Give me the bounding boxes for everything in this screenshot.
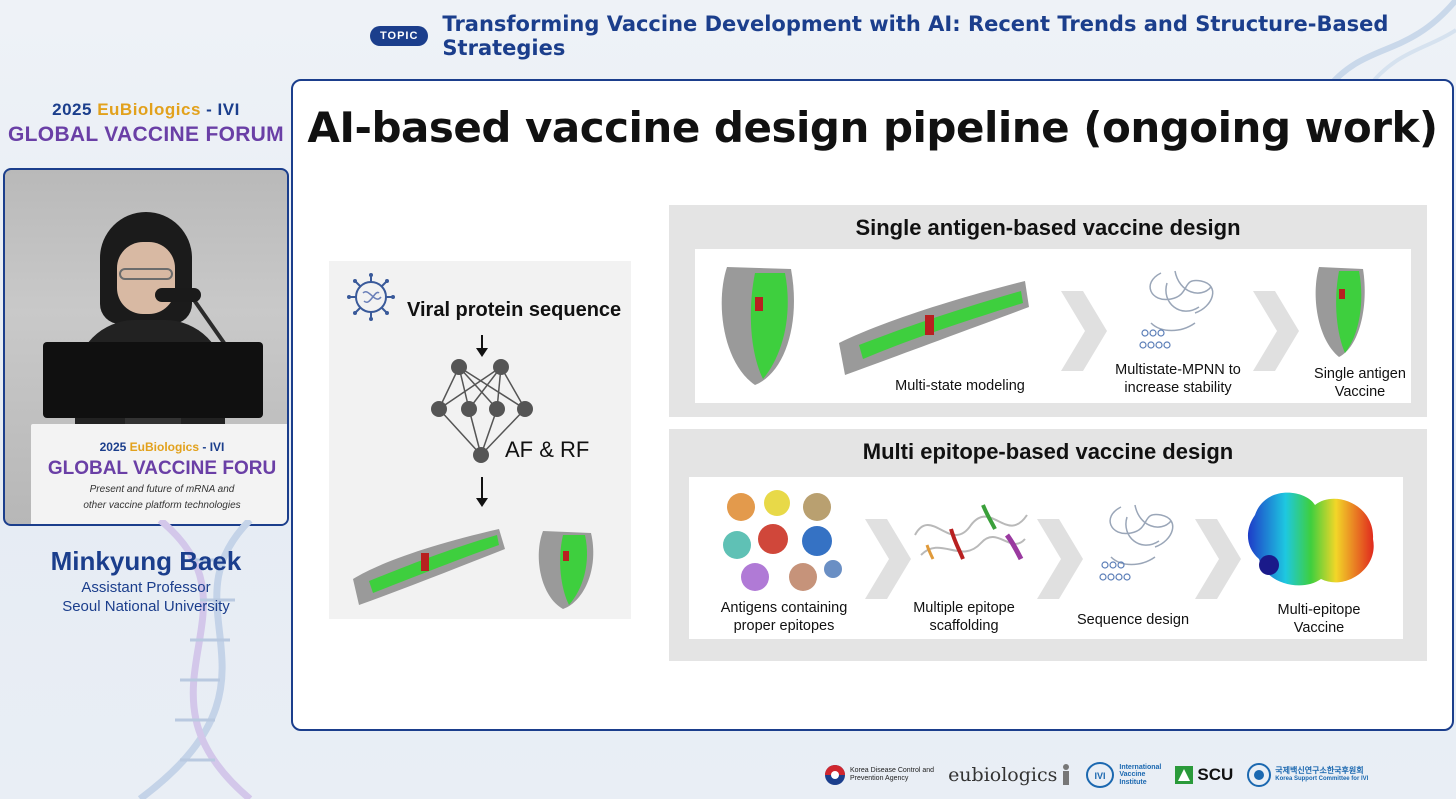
person-figure-icon — [1063, 764, 1070, 785]
kdca-line-1: Korea Disease Control and — [850, 767, 935, 774]
chevron-right-icon — [1061, 291, 1107, 371]
caption-multi-state-modeling: Multi-state modeling — [895, 378, 1025, 394]
single-antigen-title: Single antigen-based vaccine design — [855, 215, 1241, 240]
podium-suffix: - IVI — [202, 440, 225, 454]
arrow-down-icon — [476, 335, 488, 357]
scu-text: SCU — [1197, 765, 1234, 784]
microphone-icon — [155, 288, 201, 302]
single-antigen-panel: Single antigen-based vaccine design Mult… — [669, 205, 1427, 417]
speaker-title: Assistant Professor — [81, 579, 211, 596]
protein-structure-compact — [1315, 267, 1365, 357]
kdca-logo: Korea Disease Control and Prevention Age… — [824, 764, 934, 786]
protein-structure-compact — [721, 267, 794, 385]
kdca-text: Korea Disease Control and Prevention Age… — [850, 767, 934, 783]
podium-sign: 2025 EuBiologics - IVI GLOBAL VACCINE FO… — [31, 424, 287, 524]
multi-epitope-content: Antigens containing proper epitopes Mult… — [689, 477, 1403, 639]
ksc-line-1: 국제백신연구소한국후원회 — [1275, 766, 1364, 775]
protein-structure-long — [353, 529, 505, 605]
pipeline-box: Viral protein sequence AF & RF — [329, 261, 631, 619]
kdca-line-2: Prevention Agency — [850, 775, 909, 782]
podium-monitor — [43, 342, 263, 418]
caption-single-antigen-vaccine: Single antigen Vaccine — [1314, 366, 1406, 400]
dna-helix-icon — [137, 520, 253, 799]
forum-suffix: - IVI — [206, 100, 240, 119]
speaker-video: 2025 EuBiologics - IVI GLOBAL VACCINE FO… — [3, 168, 289, 526]
sequence-design-icon — [1139, 270, 1214, 349]
scu-emblem-icon — [1175, 766, 1194, 784]
arrow-down-icon — [476, 477, 488, 507]
ksc-line-2: Korea Support Committee for IVI — [1275, 776, 1369, 782]
ksc-logo: 국제백신연구소한국후원회 Korea Support Committee for… — [1247, 763, 1368, 787]
single-antigen-content: Multi-state modeling Multistate-MPNN to … — [695, 249, 1411, 403]
sequence-design-icon — [1099, 504, 1174, 581]
speaker-caption: Minkyung Baek Assistant Professor Seoul … — [0, 546, 292, 615]
forum-name: GLOBAL VACCINE FORUM — [8, 123, 284, 146]
multi-epitope-vaccine-icon — [1247, 492, 1374, 586]
caption-multi-epitope-vaccine: Multi-epitope Vaccine — [1277, 602, 1361, 636]
podium-year: 2025 — [99, 440, 127, 454]
ivi-line-2: Vaccine — [1119, 771, 1146, 779]
topic-bar: TOPIC Transforming Vaccine Development w… — [370, 12, 1456, 60]
podium-subtitle-2: other vaccine platform technologies — [83, 500, 241, 511]
ivi-line-1: International — [1119, 763, 1162, 771]
scu-logo: SCU — [1175, 765, 1233, 785]
kdca-emblem-icon — [825, 765, 845, 785]
podium-name: GLOBAL VACCINE FORU — [47, 458, 277, 479]
protein-structure-long — [839, 281, 1029, 375]
podium-year-line: 2025 EuBiologics - IVI — [31, 440, 287, 454]
neural-network-icon — [431, 359, 533, 463]
speaker-name: Minkyung Baek — [50, 546, 242, 576]
slide-panel: AI-based vaccine design pipeline (ongoin… — [291, 79, 1454, 731]
ivi-line-3: Institute — [1119, 778, 1147, 786]
caption-sequence-design: Sequence design — [1076, 612, 1190, 628]
podium-subtitle-1: Present and future of mRNA and — [89, 484, 235, 495]
multi-epitope-panel: Multi epitope-based vaccine design Antig… — [669, 429, 1427, 661]
epitope-scaffold-icon — [914, 504, 1028, 561]
ivi-logo: IVI International Vaccine Institute — [1085, 762, 1161, 788]
chevron-right-icon — [1253, 291, 1299, 371]
forum-year-line: 2025 EuBiologics - IVI — [0, 100, 292, 120]
topic-badge: TOPIC — [370, 26, 429, 46]
forum-brand: EuBiologics — [97, 100, 201, 119]
chevron-right-icon — [1037, 519, 1083, 599]
multi-epitope-title: Multi epitope-based vaccine design — [862, 439, 1234, 464]
topic-title: Transforming Vaccine Development with AI… — [442, 12, 1389, 60]
ksc-emblem-icon — [1247, 763, 1272, 787]
svg-text:IVI: IVI — [1095, 771, 1106, 781]
eubiologics-text: eubiologics — [948, 764, 1058, 786]
dna-decoration-icon — [1323, 0, 1456, 90]
antigen-collection-icon — [723, 490, 842, 591]
podium-brand: EuBiologics — [129, 440, 200, 454]
ivi-globe-icon: IVI — [1086, 762, 1115, 788]
speaker-glasses — [119, 268, 173, 280]
chevron-right-icon — [865, 519, 911, 599]
ksc-text: 국제백신연구소한국후원회 Korea Support Committee for… — [1275, 766, 1368, 784]
caption-epitope-scaffolding: Multiple epitope scaffolding — [913, 600, 1015, 634]
forum-header: 2025 EuBiologics - IVI GLOBAL VACCINE FO… — [0, 100, 292, 147]
viral-sequence-label: Viral protein sequence — [407, 299, 622, 321]
eubiologics-logo: eubiologics — [948, 763, 1071, 787]
forum-year: 2025 — [52, 100, 92, 119]
caption-antigens-epitopes: Antigens containing proper epitopes — [720, 600, 848, 634]
caption-multistate-mpnn: Multistate-MPNN to increase stability — [1115, 362, 1241, 396]
virus-icon — [347, 273, 395, 321]
model-label: AF & RF — [505, 437, 590, 462]
speaker-affiliation: Seoul National University — [62, 598, 230, 615]
slide-title: AI-based vaccine design pipeline (ongoin… — [307, 103, 1438, 152]
chevron-right-icon — [1195, 519, 1241, 599]
protein-structure-compact — [538, 531, 594, 609]
ivi-text: International Vaccine Institute — [1119, 764, 1161, 787]
sponsor-logos: Korea Disease Control and Prevention Age… — [824, 755, 1368, 795]
